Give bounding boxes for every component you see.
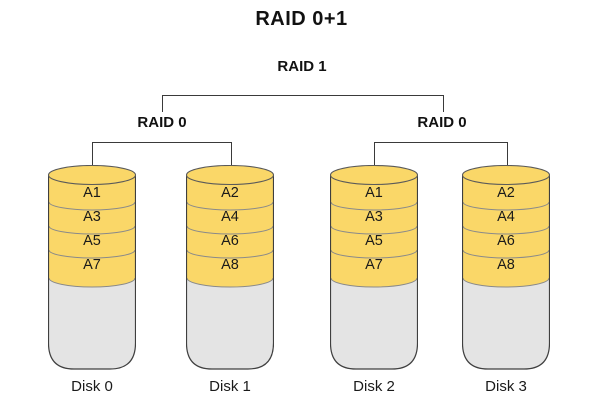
segment-divider bbox=[330, 225, 418, 235]
disk-outline bbox=[462, 175, 550, 370]
segment-label: A6 bbox=[497, 233, 515, 249]
raid1-label: RAID 1 bbox=[277, 58, 327, 75]
segment-divider bbox=[330, 249, 418, 259]
segment-boundary bbox=[48, 277, 136, 288]
raid0-label-right: RAID 0 bbox=[392, 114, 492, 131]
segment-boundary bbox=[462, 277, 550, 288]
segment-divider bbox=[462, 225, 550, 235]
segment-divider bbox=[330, 201, 418, 211]
disk-1-label: Disk 1 bbox=[209, 378, 251, 395]
disk-3-cylinder-icon: A2 A4 A6 A8 bbox=[462, 165, 550, 370]
segment-divider bbox=[186, 249, 274, 259]
disk-top-ellipse bbox=[330, 165, 418, 186]
segment-label: A5 bbox=[83, 233, 101, 249]
disk-top-ellipse bbox=[48, 165, 136, 186]
segment-label: A2 bbox=[497, 185, 515, 201]
raid0-right-connector-bracket bbox=[374, 142, 508, 171]
segment-divider bbox=[462, 201, 550, 211]
segment-divider bbox=[186, 225, 274, 235]
disk-2-label: Disk 2 bbox=[353, 378, 395, 395]
disk-outline bbox=[330, 175, 418, 370]
diagram-title: RAID 0+1 bbox=[255, 8, 348, 30]
segment-label: A2 bbox=[221, 185, 239, 201]
raid0-label-left: RAID 0 bbox=[112, 114, 212, 131]
segment-divider bbox=[48, 249, 136, 259]
segment-divider bbox=[48, 201, 136, 211]
raid0-left-connector-bracket bbox=[92, 142, 232, 171]
raid1-connector-bracket bbox=[162, 95, 444, 112]
segment-label: A4 bbox=[497, 209, 515, 225]
disk-2-cylinder-icon: A1 A3 A5 A7 bbox=[330, 165, 418, 370]
segment-label: A4 bbox=[221, 209, 239, 225]
disk-2-cylinder: A1 A3 A5 A7 bbox=[330, 165, 418, 371]
disk-0-cylinder: A1 A3 A5 A7 bbox=[48, 165, 136, 371]
disk-used-region bbox=[463, 175, 549, 287]
disk-used-region bbox=[331, 175, 417, 287]
segment-label: A3 bbox=[365, 209, 383, 225]
segment-label: A7 bbox=[365, 257, 383, 273]
disk-0-cylinder-icon: A1 A3 A5 A7 bbox=[48, 165, 136, 370]
disk-used-region bbox=[187, 175, 273, 287]
disk-top-ellipse bbox=[462, 165, 550, 186]
disk-3-label: Disk 3 bbox=[485, 378, 527, 395]
disk-used-region bbox=[49, 175, 135, 287]
segment-label: A7 bbox=[83, 257, 101, 273]
segment-label: A3 bbox=[83, 209, 101, 225]
segment-label: A6 bbox=[221, 233, 239, 249]
segment-label: A1 bbox=[83, 185, 101, 201]
segment-label: A8 bbox=[221, 257, 239, 273]
disk-outline bbox=[48, 175, 136, 370]
segment-label: A8 bbox=[497, 257, 515, 273]
segment-divider bbox=[462, 249, 550, 259]
segment-divider bbox=[48, 225, 136, 235]
disk-top-ellipse bbox=[186, 165, 274, 186]
segment-boundary bbox=[330, 277, 418, 288]
segment-label: A1 bbox=[365, 185, 383, 201]
disk-1-cylinder-icon: A2 A4 A6 A8 bbox=[186, 165, 274, 370]
disk-3-cylinder: A2 A4 A6 A8 bbox=[462, 165, 550, 371]
segment-divider bbox=[186, 201, 274, 211]
segment-label: A5 bbox=[365, 233, 383, 249]
disk-1-cylinder: A2 A4 A6 A8 bbox=[186, 165, 274, 371]
disk-outline bbox=[186, 175, 274, 370]
disk-0-label: Disk 0 bbox=[71, 378, 113, 395]
segment-boundary bbox=[186, 277, 274, 288]
